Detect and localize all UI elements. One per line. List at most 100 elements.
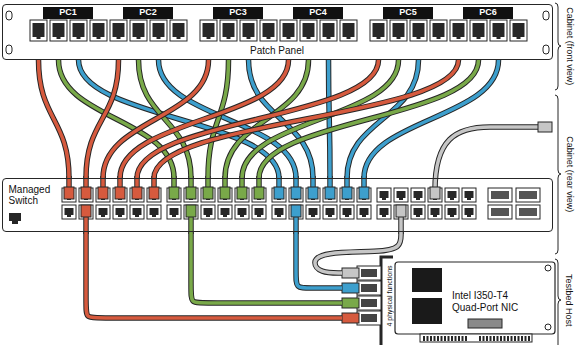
rj45-port-tab — [157, 37, 161, 40]
rj45-port-socket — [413, 23, 425, 37]
rj45-port — [79, 188, 93, 202]
rj45-port-socket — [73, 23, 85, 37]
section-brace — [555, 259, 561, 345]
cable-core — [86, 60, 119, 178]
rj45-port — [462, 188, 476, 202]
rj45-port-socket — [203, 23, 215, 37]
rj45-port-tab — [152, 215, 156, 218]
rj45-port-socket — [465, 208, 474, 215]
nic-port-housing — [357, 296, 381, 310]
uplink-cable — [435, 127, 540, 190]
rj45-port-socket — [53, 23, 65, 37]
rj45-port — [377, 188, 391, 202]
patch-panel: Patch PanelPC1PC2PC3PC4PC5PC6 — [2, 4, 553, 60]
nic-bracket — [381, 257, 393, 345]
pc-label: PC4 — [309, 7, 327, 17]
rj45-port-tab — [477, 37, 481, 40]
rj45-port-tab — [207, 37, 211, 40]
rj45-port-tab — [382, 215, 386, 218]
nic-model-label: Intel I350-T4 Quad-Port NIC — [452, 290, 536, 313]
rj45-port — [357, 188, 371, 202]
rj45-plug — [342, 313, 359, 323]
pcie-contact — [486, 336, 488, 341]
rj45-port — [490, 20, 507, 41]
sfp-cage — [516, 205, 540, 219]
rj45-port-socket — [326, 208, 335, 215]
rj45-port-socket — [116, 208, 125, 215]
section-label: Cabinet (front view) — [564, 7, 574, 85]
rj45-port — [411, 205, 425, 219]
rj45-port — [370, 20, 387, 41]
network-cable — [347, 60, 419, 178]
rj45-port — [62, 205, 76, 219]
rj45-port-socket — [204, 208, 213, 215]
cable-outline — [347, 60, 419, 178]
rj45-port-tab — [450, 215, 454, 218]
network-cable — [154, 60, 459, 178]
pcie-contact — [514, 336, 516, 341]
pcie-contact — [483, 336, 485, 341]
sfp-slot — [491, 191, 509, 199]
pcie-contact — [500, 336, 502, 341]
rj45-port-socket — [93, 23, 105, 37]
rj45-port — [410, 20, 427, 41]
rj45-port-socket — [397, 191, 406, 198]
rj45-port-socket — [263, 23, 275, 37]
rj45-plug — [149, 187, 159, 199]
nic-port-socket — [361, 284, 377, 292]
panel-label: Patch Panel — [250, 45, 304, 57]
rj45-port — [411, 188, 425, 202]
network-cable — [103, 60, 209, 178]
nic-board — [395, 262, 555, 334]
rj45-port-socket — [431, 208, 440, 215]
rj45-plug — [308, 187, 318, 199]
rj45-port-socket — [223, 23, 235, 37]
rj45-port — [300, 20, 317, 41]
rj45-plug — [274, 187, 284, 199]
rack-ear-hole — [543, 11, 549, 20]
rj45-port-socket — [393, 23, 405, 37]
nic-chip — [412, 298, 442, 324]
pcie-contact — [458, 336, 460, 341]
rj45-plug — [132, 187, 142, 199]
rj45-plug — [203, 187, 213, 199]
rj45-plug — [430, 187, 440, 199]
rj45-port — [96, 205, 110, 219]
nic-port-housing — [357, 281, 381, 295]
rj45-port-socket — [309, 208, 318, 215]
rj45-port — [130, 20, 147, 41]
sfp-cage — [488, 205, 512, 219]
sfp-slot — [491, 208, 509, 216]
port-group-label: PC3 — [213, 7, 263, 19]
sfp-slot — [519, 191, 537, 199]
rj45-port-tab — [97, 37, 101, 40]
pcie-contact — [497, 336, 499, 341]
pc-label: PC5 — [399, 7, 417, 17]
cable-outline — [137, 60, 379, 178]
rj45-port-tab — [517, 37, 521, 40]
rj45-port-socket — [243, 23, 255, 37]
pc-label: PC3 — [229, 7, 247, 17]
rj45-port-tab — [467, 198, 471, 201]
rj45-port-socket — [275, 208, 284, 215]
rj45-plug — [291, 205, 301, 217]
pcie-edge-connector — [420, 334, 532, 342]
rj45-port-tab — [397, 37, 401, 40]
rj45-port-socket — [473, 23, 485, 37]
rj45-port-tab — [311, 215, 315, 218]
cable-core — [103, 60, 209, 178]
rj45-port-tab — [267, 37, 271, 40]
rj45-port — [201, 188, 215, 202]
mounting-hole — [545, 265, 551, 271]
rj45-port — [90, 20, 107, 41]
rj45-port — [50, 20, 67, 41]
network-cable — [364, 60, 499, 178]
rj45-port-socket — [221, 208, 230, 215]
rj45-port — [320, 20, 337, 41]
nic-port-socket — [361, 299, 377, 307]
rj45-port — [306, 188, 320, 202]
rj45-plug — [396, 205, 406, 217]
rj45-port — [289, 205, 303, 219]
port-group-label: PC6 — [463, 7, 513, 19]
pcie-contact — [455, 336, 457, 341]
